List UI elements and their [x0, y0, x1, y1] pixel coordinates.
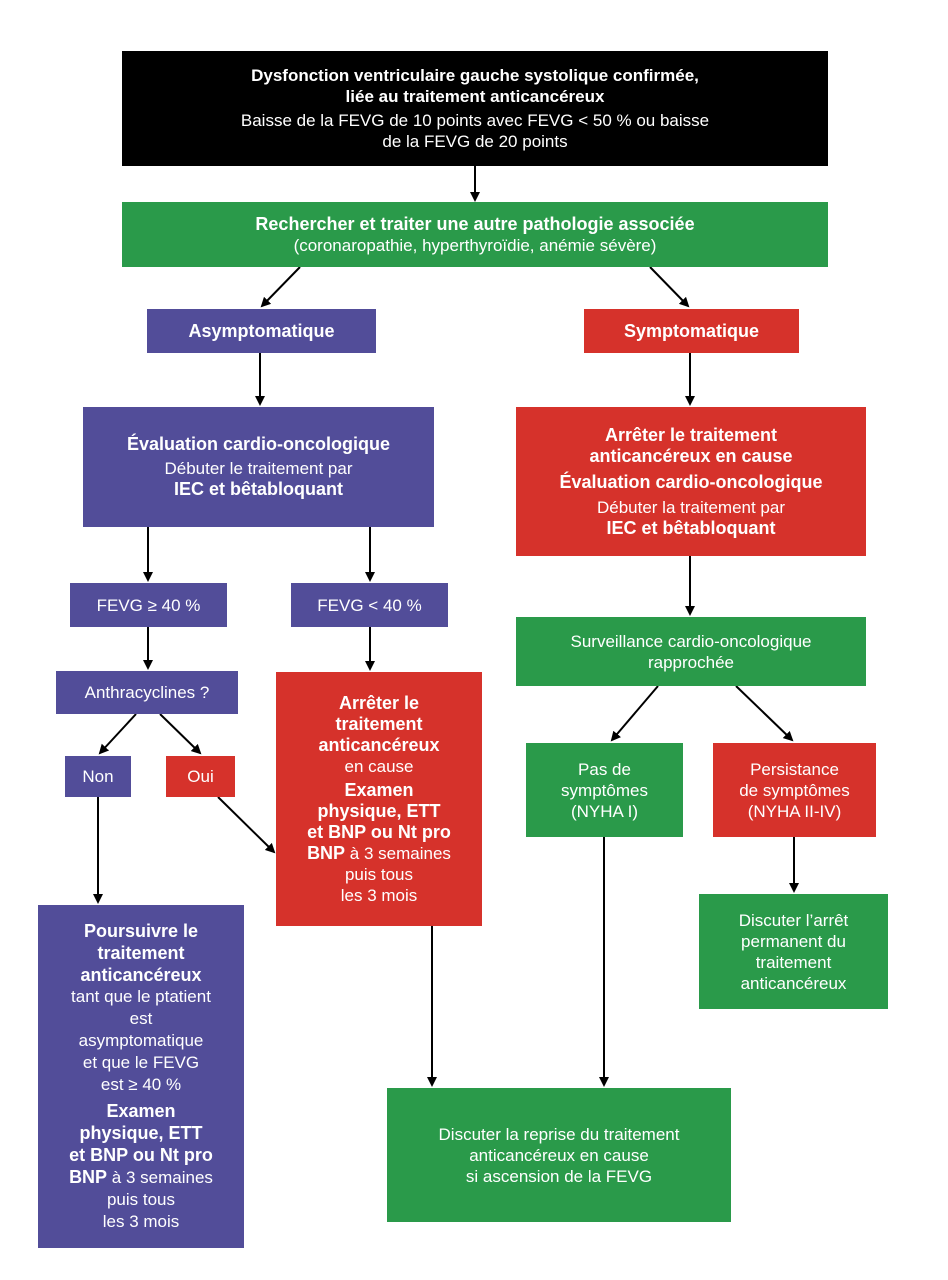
search-title: Rechercher et traiter une autre patholog… — [255, 213, 695, 234]
continue-exam-3: et BNP ou Nt pro — [69, 1145, 213, 1165]
anthracyclines-label: Anthracyclines ? — [84, 683, 210, 702]
discuss-stop-line-1: Discuter l’arrêt — [738, 910, 849, 930]
asymptomatic-box: Asymptomatique — [147, 309, 376, 353]
surveillance-box: Surveillance cardio-oncologique rapproch… — [516, 617, 866, 686]
fevg-low-box: FEVG < 40 % — [291, 583, 448, 627]
continue-exam-2: physique, ETT — [79, 1123, 203, 1143]
stop-asym-exam-2: physique, ETT — [317, 800, 441, 821]
asym-eval-drug: IEC et bêtabloquant — [173, 479, 343, 499]
top-title-line-1: Dysfonction ventriculaire gauche systoli… — [251, 66, 699, 85]
arrow-anthra-to-oui — [159, 713, 202, 755]
continue-title-3: anticancéreux — [80, 965, 202, 985]
confirmed-dysfunction-box: Dysfonction ventriculaire gauche systoli… — [122, 51, 828, 166]
fevg-high-box: FEVG ≥ 40 % — [70, 583, 227, 627]
arrow-surveillance-to-persist — [735, 685, 794, 742]
continue-title-1: Poursuivre le — [83, 921, 199, 941]
continue-exam-1: Examen — [106, 1101, 176, 1121]
arrow-oui-to-stop — [217, 796, 276, 854]
oui-box: Oui — [166, 756, 235, 797]
symptomatic-label: Symptomatique — [623, 320, 760, 341]
discuss-resumption-box: Discuter la reprise du traitement antica… — [387, 1088, 731, 1222]
oui-label: Oui — [187, 767, 214, 786]
stop-treatment-asym-box: Arrêter le traitement anticancéreux en c… — [276, 672, 482, 926]
asym-eval-text: Débuter le traitement par — [164, 459, 353, 478]
surveillance-line-2: rapprochée — [647, 652, 734, 672]
continue-text-1: tant que le ptatient — [71, 987, 211, 1006]
stop-asym-exam-5: puis tous — [344, 864, 414, 884]
asymptomatic-label: Asymptomatique — [188, 320, 335, 341]
no-symptoms-line-1: Pas de — [578, 759, 631, 779]
continue-text-5: est ≥ 40 % — [100, 1075, 182, 1094]
continue-treatment-box: Poursuivre le traitement anticancéreux t… — [38, 905, 244, 1248]
sym-eval-title: Évaluation cardio-oncologique — [559, 471, 823, 492]
non-box: Non — [65, 756, 131, 797]
continue-text-3: asymptomatique — [78, 1031, 204, 1050]
fevg-high-label: FEVG ≥ 40 % — [96, 595, 201, 615]
stop-asym-exam-6: les 3 mois — [340, 885, 418, 905]
persist-line-2: de symptômes — [739, 780, 850, 800]
continue-exam-5: puis tous — [106, 1190, 176, 1209]
continue-text-4: et que le FEVG — [82, 1053, 200, 1072]
continue-title-2: traitement — [97, 943, 185, 963]
stop-asym-exam-4: BNP à 3 semaines — [307, 843, 451, 864]
arrow-search-to-asymptomatic — [260, 266, 301, 308]
symptomatic-box: Symptomatique — [584, 309, 799, 353]
continue-exam-4-bold: BNP — [69, 1167, 108, 1187]
arrow-anthra-to-non — [98, 713, 137, 755]
stop-asym-exam-3: et BNP ou Nt pro — [307, 821, 451, 842]
top-text-line-1: Baisse de la FEVG de 10 points avec FEVG… — [240, 111, 710, 130]
persist-line-1: Persistance — [750, 759, 839, 779]
anthracyclines-box: Anthracyclines ? — [56, 671, 238, 714]
top-text-line-2: de la FEVG de 20 points — [382, 132, 568, 151]
continue-exam-4: BNP à 3 semaines — [69, 1166, 213, 1189]
persistent-symptoms-box: Persistance de symptômes (NYHA II-IV) — [713, 743, 876, 837]
continue-text-2: est — [129, 1009, 153, 1028]
discuss-permanent-stop-box: Discuter l’arrêt permanent du traitement… — [699, 894, 888, 1009]
symptomatic-stop-evaluation-box: Arrêter le traitement anticancéreux en c… — [516, 407, 866, 556]
sym-stop-title-2: anticancéreux en cause — [589, 445, 793, 466]
stop-asym-title-2: traitement — [335, 713, 423, 734]
arrow-surveillance-to-none — [610, 685, 659, 742]
resume-line-2: anticancéreux en cause — [469, 1145, 649, 1165]
asymptomatic-evaluation-box: Évaluation cardio-oncologique Débuter le… — [83, 407, 434, 527]
stop-asym-exam-4-rest: à 3 semaines — [345, 843, 451, 863]
continue-exam-4-rest: à 3 semaines — [107, 1168, 213, 1187]
resume-line-3: si ascension de la FEVG — [465, 1166, 653, 1186]
non-label: Non — [82, 767, 114, 786]
no-symptoms-line-2: symptômes — [561, 780, 648, 800]
discuss-stop-line-2: permanent du — [741, 931, 846, 951]
stop-asym-title-1: Arrêter le — [338, 692, 420, 713]
continue-exam-6: les 3 mois — [102, 1212, 180, 1231]
surveillance-line-1: Surveillance cardio-oncologique — [570, 631, 812, 651]
fevg-low-label: FEVG < 40 % — [317, 595, 422, 615]
stop-asym-exam-4-bold: BNP — [307, 842, 346, 863]
asym-eval-title: Évaluation cardio-oncologique — [126, 434, 391, 454]
discuss-stop-line-4: anticancéreux — [740, 973, 847, 993]
sym-stop-title-1: Arrêter le traitement — [604, 424, 778, 445]
no-symptoms-line-3: (NYHA I) — [570, 801, 639, 821]
arrow-search-to-symptomatic — [649, 266, 690, 308]
search-text: (coronaropathie, hyperthyroïdie, anémie … — [293, 235, 657, 255]
no-symptoms-box: Pas de symptômes (NYHA I) — [526, 743, 683, 837]
stop-asym-text: en cause — [344, 756, 414, 776]
stop-asym-exam-1: Examen — [344, 779, 414, 800]
search-associated-pathology-box: Rechercher et traiter une autre patholog… — [122, 202, 828, 267]
sym-eval-text: Débuter la traitement par — [596, 497, 786, 517]
resume-line-1: Discuter la reprise du traitement — [438, 1124, 680, 1144]
stop-asym-title-3: anticancéreux — [318, 734, 440, 755]
sym-eval-drug: IEC et bêtabloquant — [606, 517, 776, 538]
discuss-stop-line-3: traitement — [755, 952, 832, 972]
persist-line-3: (NYHA II-IV) — [747, 801, 842, 821]
top-title-line-2: liée au traitement anticancéreux — [345, 87, 605, 106]
